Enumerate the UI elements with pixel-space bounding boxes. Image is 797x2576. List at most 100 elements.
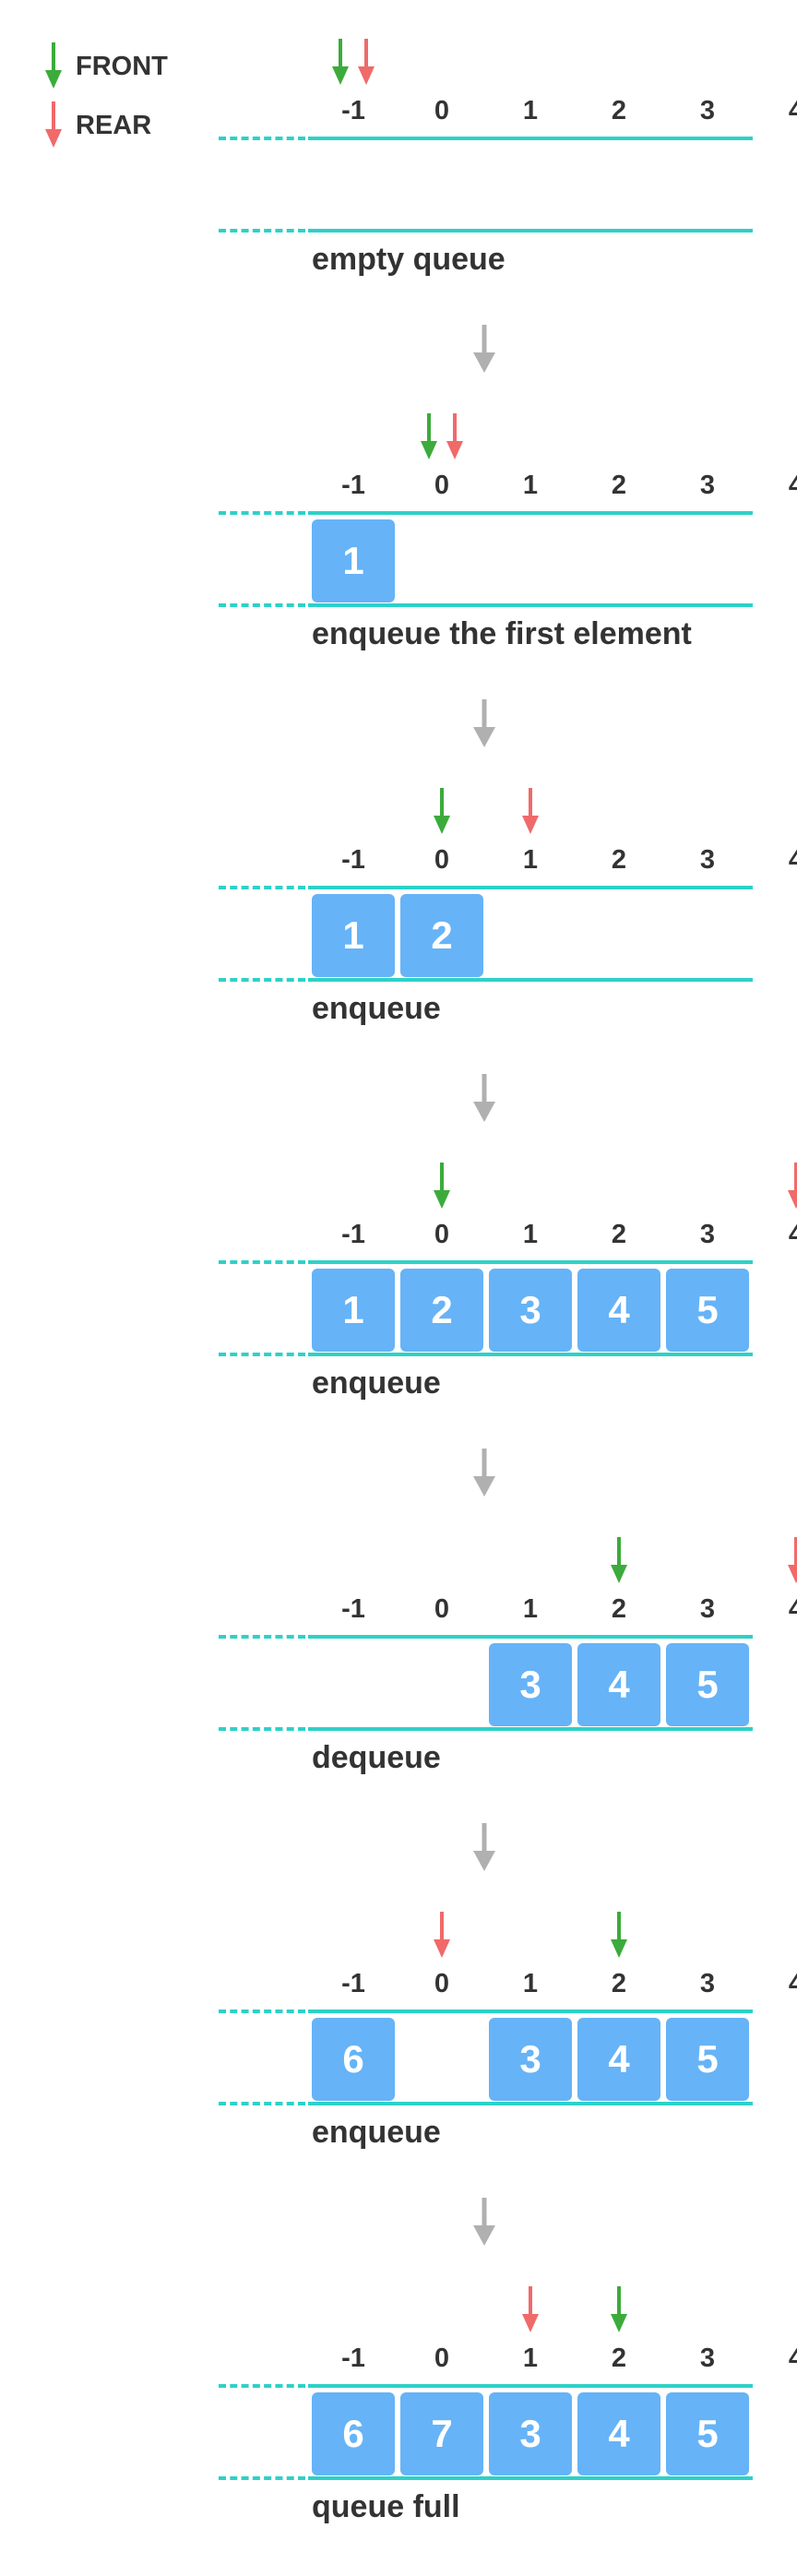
index-label: -1 xyxy=(341,1594,365,1624)
queue-cell: 1 xyxy=(312,894,395,977)
index-label: -1 xyxy=(341,1969,365,1998)
queue-bottom-line xyxy=(308,2102,753,2105)
index-label: 2 xyxy=(611,845,627,875)
index-label: 1 xyxy=(522,1969,539,1998)
rear-pointer-icon xyxy=(788,1537,797,1583)
index-label: 4 xyxy=(788,845,797,875)
front-pointer-icon xyxy=(421,413,437,459)
queue-top-dashed-line xyxy=(219,886,305,889)
queue-cell: 1 xyxy=(312,1269,395,1352)
legend-rear-label: REAR xyxy=(76,111,152,140)
step-caption: enqueue xyxy=(312,2115,441,2150)
index-label: 1 xyxy=(522,1594,539,1624)
queue-cell: 3 xyxy=(489,2392,572,2475)
flow-down-arrow-icon xyxy=(473,325,495,373)
queue-top-dashed-line xyxy=(219,2384,305,2388)
queue-bottom-dashed-line xyxy=(219,1353,305,1356)
queue-top-line xyxy=(308,886,753,889)
rear-pointer-icon xyxy=(522,2286,539,2332)
rear-arrow-icon xyxy=(45,101,62,148)
index-label: 3 xyxy=(699,471,716,500)
queue-cell: 6 xyxy=(312,2392,395,2475)
step-caption: enqueue xyxy=(312,991,441,1026)
flow-down-arrow-icon xyxy=(473,2198,495,2246)
front-pointer-icon xyxy=(332,39,349,85)
queue-bottom-dashed-line xyxy=(219,2476,305,2480)
queue-cell: 3 xyxy=(489,1269,572,1352)
queue-top-line xyxy=(308,2010,753,2013)
queue-cell: 4 xyxy=(577,2018,660,2101)
queue-top-line xyxy=(308,137,753,140)
queue-top-dashed-line xyxy=(219,137,305,140)
queue-top-dashed-line xyxy=(219,1260,305,1264)
index-label: -1 xyxy=(341,1220,365,1249)
index-label: 1 xyxy=(522,1220,539,1249)
step-caption: enqueue xyxy=(312,1366,441,1401)
index-label: 1 xyxy=(522,845,539,875)
index-label: 0 xyxy=(434,471,450,500)
index-label: 1 xyxy=(522,2343,539,2373)
queue-bottom-line xyxy=(308,2476,753,2480)
index-label: 0 xyxy=(434,2343,450,2373)
index-label: 3 xyxy=(699,1220,716,1249)
index-label: 0 xyxy=(434,96,450,125)
queue-cell: 4 xyxy=(577,2392,660,2475)
index-label: 3 xyxy=(699,96,716,125)
index-label: 4 xyxy=(788,471,797,500)
index-label: -1 xyxy=(341,471,365,500)
queue-bottom-line xyxy=(308,1353,753,1356)
legend-rear: REAR xyxy=(44,101,229,157)
index-label: 4 xyxy=(788,2343,797,2373)
index-label: -1 xyxy=(341,845,365,875)
rear-pointer-icon xyxy=(434,1912,450,1958)
legend-front-label: FRONT xyxy=(76,52,168,81)
index-label: 3 xyxy=(699,1969,716,1998)
queue-cell: 4 xyxy=(577,1269,660,1352)
queue-bottom-line xyxy=(308,978,753,982)
index-label: 0 xyxy=(434,845,450,875)
index-label: 2 xyxy=(611,96,627,125)
queue-cell: 7 xyxy=(400,2392,483,2475)
index-label: 2 xyxy=(611,1594,627,1624)
queue-top-dashed-line xyxy=(219,2010,305,2013)
queue-bottom-line xyxy=(308,603,753,607)
flow-down-arrow-icon xyxy=(473,1449,495,1497)
front-arrow-icon xyxy=(45,42,62,89)
queue-bottom-dashed-line xyxy=(219,978,305,982)
queue-cell: 5 xyxy=(666,2392,749,2475)
index-label: 4 xyxy=(788,1594,797,1624)
rear-pointer-icon xyxy=(522,788,539,834)
index-label: 4 xyxy=(788,96,797,125)
front-pointer-icon xyxy=(611,1912,627,1958)
queue-cell: 3 xyxy=(489,1643,572,1726)
queue-cell: 6 xyxy=(312,2018,395,2101)
queue-top-dashed-line xyxy=(219,1635,305,1639)
index-label: 3 xyxy=(699,1594,716,1624)
index-label: 4 xyxy=(788,1969,797,1998)
flow-down-arrow-icon xyxy=(473,1074,495,1122)
step-caption: dequeue xyxy=(312,1740,441,1775)
index-label: 0 xyxy=(434,1969,450,1998)
queue-bottom-dashed-line xyxy=(219,1727,305,1731)
queue-top-dashed-line xyxy=(219,511,305,515)
step-caption: empty queue xyxy=(312,242,506,277)
legend-front: FRONT xyxy=(44,42,229,98)
flow-down-arrow-icon xyxy=(473,1823,495,1871)
step-caption: queue full xyxy=(312,2489,460,2524)
index-label: 3 xyxy=(699,845,716,875)
flow-down-arrow-icon xyxy=(473,699,495,747)
front-pointer-icon xyxy=(434,788,450,834)
index-label: -1 xyxy=(341,2343,365,2373)
index-label: -1 xyxy=(341,96,365,125)
index-label: 2 xyxy=(611,1969,627,1998)
front-pointer-icon xyxy=(611,1537,627,1583)
step-caption: enqueue the first element xyxy=(312,616,692,651)
queue-top-line xyxy=(308,1635,753,1639)
queue-cell: 3 xyxy=(489,2018,572,2101)
